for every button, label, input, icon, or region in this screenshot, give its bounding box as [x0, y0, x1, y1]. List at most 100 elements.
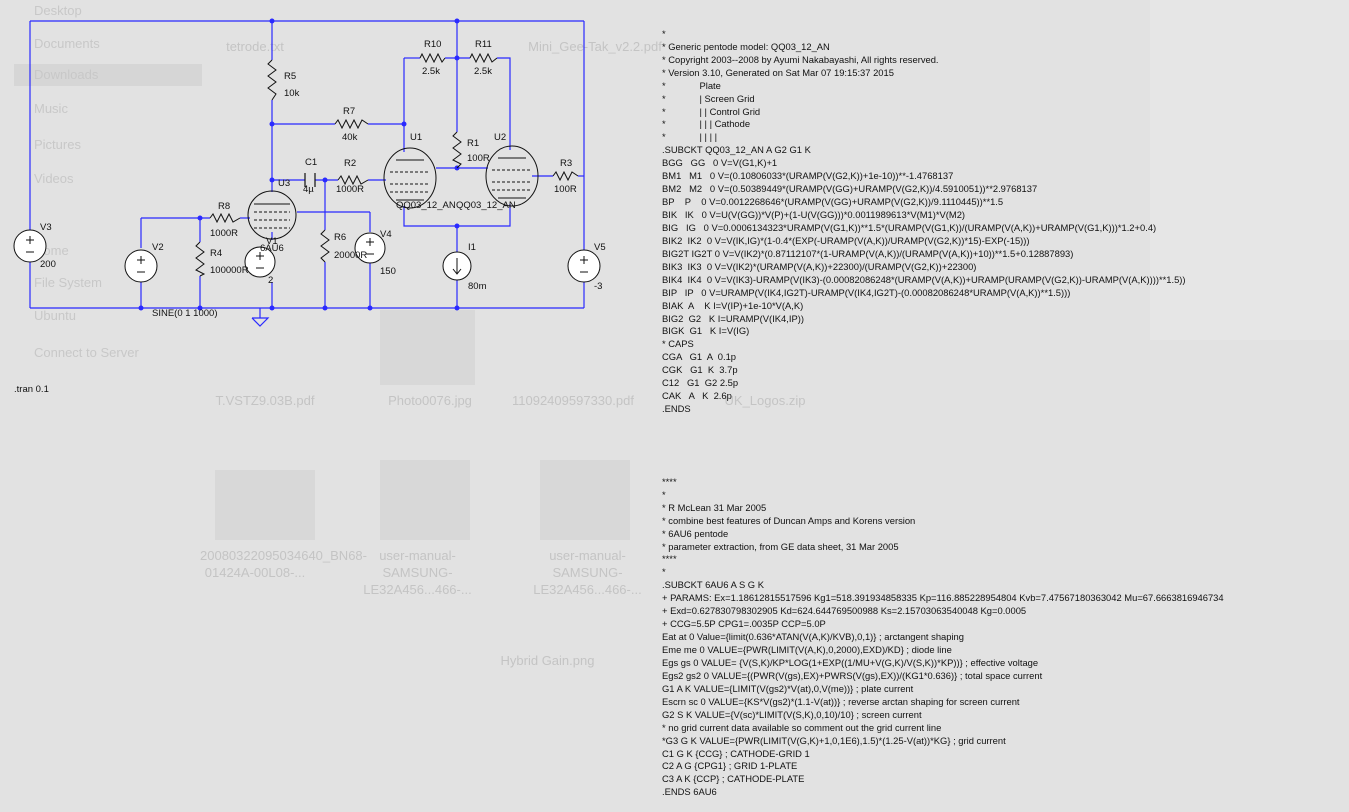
r1-body [452, 131, 462, 169]
bg-thumbnail [380, 310, 475, 385]
r10-body [419, 52, 446, 64]
netlist-gap [662, 442, 1342, 450]
netlist-line: * | | | | [662, 131, 718, 143]
netlist-line: + Exd=0.627830798302905 Kd=624.644769500… [662, 605, 1027, 617]
u2-envelope [485, 145, 539, 207]
r7-label: R7 [343, 106, 355, 117]
r6-body [320, 229, 330, 263]
netlist-line: * 6AU6 pentode [662, 527, 729, 539]
netlist-line: C12 G1 G2 2.5p [662, 377, 739, 389]
v4-label: V4 [380, 229, 392, 240]
r8-value: 1000R [210, 228, 238, 239]
netlist-line: * combine best features of Duncan Amps a… [662, 514, 916, 526]
netlist-line: BIP IP 0 V=URAMP(V(IK4,IG2T)-URAMP(V(IK4… [662, 286, 1071, 298]
netlist-line: CGK G1 K 3.7p [662, 364, 738, 376]
netlist-line: BIK4 IK4 0 V=V(IK3)-URAMP(V(IK3)-(0.0008… [662, 273, 1186, 285]
netlist-line: BIG IG 0 V=0.0006134323*URAMP(V(G1,K))**… [662, 221, 1157, 233]
netlist-line: **** [662, 553, 677, 565]
bg-file-name: T.VSTZ9.03B.pdf [215, 393, 315, 408]
r2-value: 1000R [336, 184, 364, 195]
bg-sidebar-item: Downloads [14, 64, 202, 86]
u1-model: QQ03_12_AN [396, 200, 456, 211]
netlist-line: **** [662, 475, 677, 487]
i1-value: 80m [468, 281, 487, 292]
v3-value: 200 [40, 259, 56, 270]
netlist-line: BIK IK 0 V=U(V(GG))*V(P)+(1-U(V(GG)))*0.… [662, 209, 966, 221]
bg-file-name: user-manual-SAMSUNG-LE32A456...466-... [533, 548, 642, 597]
netlist-line: C1 G K {CCG} ; CATHODE-GRID 1 [662, 747, 810, 759]
v2-value: SINE(0 1 1000) [152, 308, 217, 319]
r8-body [209, 212, 241, 224]
wires [29, 20, 585, 318]
i1-label: I1 [468, 242, 476, 253]
v3-label: V3 [40, 222, 52, 233]
u2-model: QQ03_12_AN [456, 200, 516, 211]
netlist-line: BGG GG 0 V=V(G1,K)+1 [662, 157, 778, 169]
v4-value: 150 [380, 266, 396, 277]
netlist-line: * parameter extraction, from GE data she… [662, 540, 899, 552]
tran-directive[interactable]: .tran 0.1 [14, 384, 49, 395]
netlist-line: .SUBCKT QQ03_12_AN A G2 G1 K [662, 144, 811, 156]
netlist-line: Egs gs 0 VALUE= {V(S,K)/KP*LOG(1+EXP((1/… [662, 656, 1039, 668]
bg-file-name: tetrode.txt [226, 39, 284, 54]
netlist-block-6au6: ****** R McLean 31 Mar 2005* combine bes… [662, 476, 1342, 799]
netlist-line: * no grid current data available so comm… [662, 721, 942, 733]
v5-value: -3 [594, 281, 602, 292]
bg-thumbnail [215, 470, 315, 540]
r7-body [334, 118, 369, 130]
c1-value: 4µ [303, 184, 314, 195]
tubes [247, 145, 539, 240]
netlist-line: BIG2T IG2T 0 V=V(IK2)*(0.87112107*(1-URA… [662, 247, 1074, 259]
netlist-line: C3 A K {CCP} ; CATHODE-PLATE [662, 773, 805, 785]
bg-sidebar-item: File System [34, 275, 102, 290]
netlist-line: BM2 M2 0 V=(0.50389449*(URAMP(V(GG)+URAM… [662, 183, 1038, 195]
r4-label: R4 [210, 248, 222, 259]
bg-sidebar-item: Connect to Server [34, 345, 139, 360]
r4-body [195, 241, 206, 277]
bg-sidebar-item: Desktop [34, 3, 82, 18]
netlist-line: BIGK G1 K I=V(IG) [662, 325, 750, 337]
v1-value: 2 [268, 275, 273, 286]
netlist-line: .ENDS 6AU6 [662, 786, 717, 798]
netlist-line: .SUBCKT 6AU6 A S G K [662, 579, 764, 591]
bg-sidebar-item: Ubuntu [34, 308, 76, 323]
netlist-block-pentode: ** Generic pentode model: QQ03_12_AN* Co… [662, 28, 1342, 416]
netlist-line: G1 A K VALUE={LIMIT(V(gs2)*V(at),0,V(me)… [662, 682, 914, 694]
r3-label: R3 [560, 158, 572, 169]
u3-label: U3 [278, 178, 290, 189]
netlist-line: BIAK A K I=V(IP)+1e-10*V(A,K) [662, 299, 804, 311]
v1-label: V1 [266, 236, 278, 247]
source-polarity [26, 236, 588, 275]
netlist-line: .ENDS [662, 403, 691, 415]
bg-thumbnail [380, 460, 470, 540]
v5-body [567, 249, 601, 283]
netlist-line: * Plate [662, 79, 721, 91]
r10-label: R10 [424, 39, 441, 50]
r7-value: 40k [342, 132, 358, 143]
r4-value: 100000R [210, 265, 249, 276]
netlist-line: BIK3 IK3 0 V=V(IK2)*(URAMP(V(A,K))+22300… [662, 260, 977, 272]
u3-envelope [247, 190, 297, 240]
netlist-line: * [662, 566, 666, 578]
r6-label: R6 [334, 232, 346, 243]
netlist-line: CAK A K 2.6p [662, 390, 732, 402]
netlist-line: + CCG=5.5P CPG1=.0035P CCP=5.0P [662, 618, 826, 630]
bg-file-name: 20080322095034640_BN68-01424A-00L08-... [200, 548, 367, 580]
r11-body [469, 52, 498, 64]
resistors [195, 52, 579, 277]
netlist-line: Escrn sc 0 VALUE={KS*V(gs2)*(1.1-V(at))}… [662, 695, 1020, 707]
v2-body [124, 249, 158, 283]
r5-body [267, 59, 277, 101]
netlist-line: * | | | Cathode [662, 118, 751, 130]
netlist-line: *G3 G K VALUE={PWR(LIMIT(V(G,K)+1,0,1E6)… [662, 734, 1006, 746]
background-panel [1150, 0, 1349, 340]
u2-label: U2 [494, 132, 506, 143]
spice-netlist[interactable]: ** Generic pentode model: QQ03_12_AN* Co… [662, 2, 1342, 812]
netlist-line: G2 S K VALUE={V(sc)*LIMIT(V(S,K),0,10)/1… [662, 708, 922, 720]
netlist-line: BP P 0 V=0.0012268646*(URAMP(V(GG)+URAMP… [662, 196, 1004, 208]
r10-value: 2.5k [422, 66, 440, 77]
circuit-schematic[interactable]: R10 2.5k R11 2.5k R5 10k R7 40k R1 100R … [0, 0, 650, 420]
v2-label: V2 [152, 242, 164, 253]
netlist-line: * Copyright 2003--2008 by Ayumi Nakabaya… [662, 53, 939, 65]
bg-sidebar-item: Music [34, 101, 68, 116]
